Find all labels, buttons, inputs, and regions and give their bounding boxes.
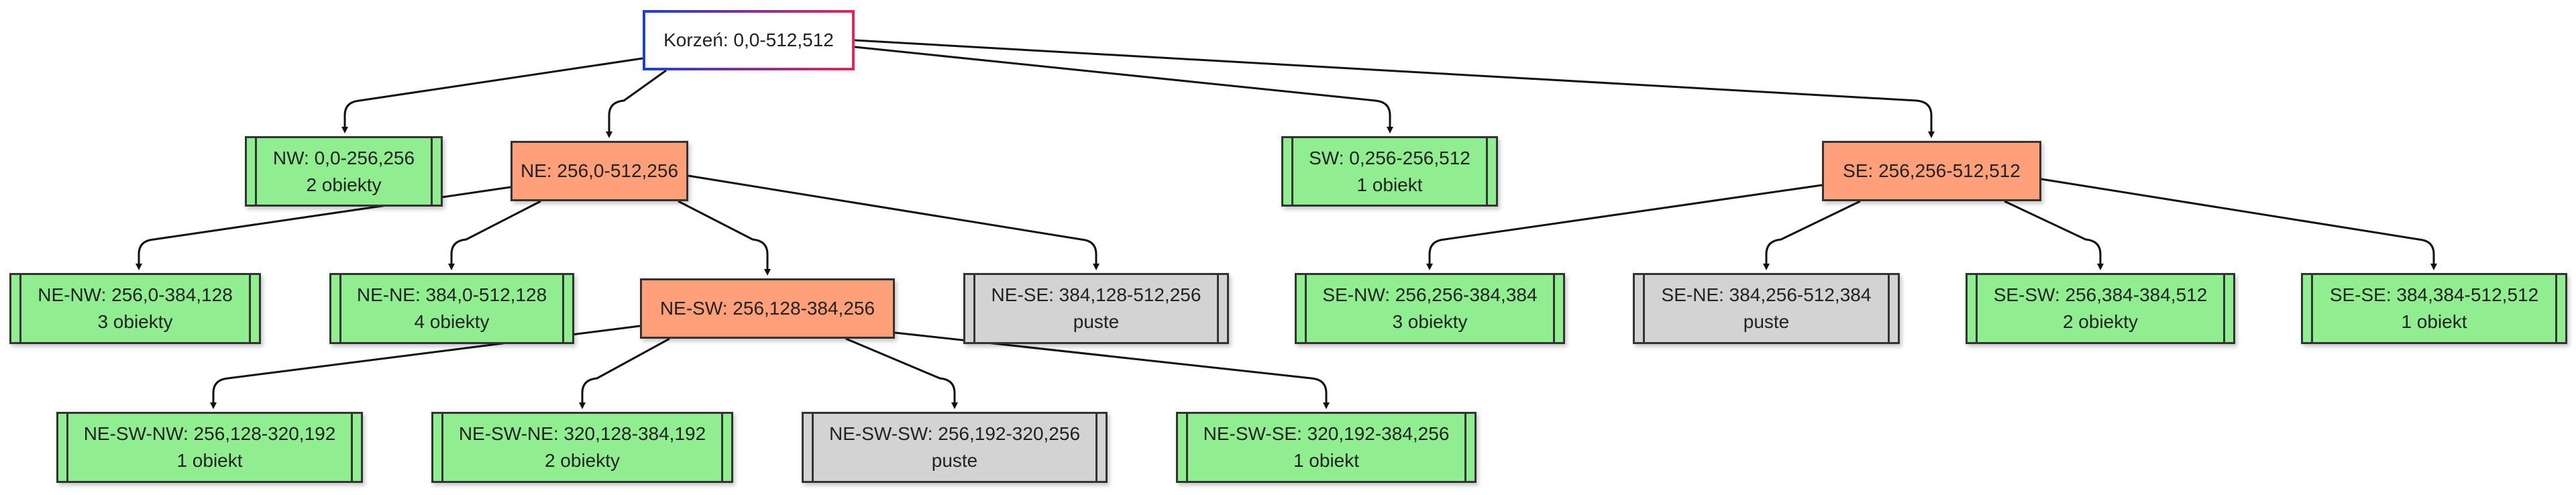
node-ne-nw-label: NE-NW: 256,0-384,128 xyxy=(38,284,233,305)
node-sw-count: 1 obiekt xyxy=(1356,174,1423,195)
node-ne-se-label: NE-SE: 384,128-512,256 xyxy=(991,284,1201,305)
node-ne-sw-ne-count: 2 obiekty xyxy=(544,450,621,471)
edge-nesw-se xyxy=(894,331,1330,409)
node-ne-sw[interactable]: NE-SW: 256,128-384,256 xyxy=(640,278,895,339)
edge-ne-ne-sw xyxy=(678,200,771,276)
node-se-se[interactable]: SE-SE: 384,384-512,512 1 obiekt xyxy=(2301,273,2567,344)
node-se-sw-label: SE-SW: 256,384-384,512 xyxy=(1993,284,2208,305)
edge-root-sw xyxy=(854,46,1393,133)
node-se-label: SE: 256,256-512,512 xyxy=(1843,160,2021,181)
node-se-ne-label: SE-NE: 384,256-512,384 xyxy=(1661,284,1872,305)
edge-se-se-ne xyxy=(1763,200,1861,270)
node-se-nw-label: SE-NW: 256,256-384,384 xyxy=(1322,284,1538,305)
edge-root-se xyxy=(854,39,1935,138)
node-sw-label: SW: 0,256-256,512 xyxy=(1309,147,1470,168)
node-ne-se[interactable]: NE-SE: 384,128-512,256 puste xyxy=(963,273,1229,344)
node-ne-sw-se-label: NE-SW-SE: 320,192-384,256 xyxy=(1203,423,1450,444)
node-root[interactable]: Korzeń: 0,0-512,512 xyxy=(643,10,855,70)
node-ne-ne-label: NE-NE: 384,0-512,128 xyxy=(356,284,547,305)
node-se[interactable]: SE: 256,256-512,512 xyxy=(1822,141,2041,201)
node-ne-sw-sw-label: NE-SW-SW: 256,192-320,256 xyxy=(828,423,1081,444)
node-ne-sw-se-count: 1 obiekt xyxy=(1293,450,1360,471)
node-ne-sw-nw[interactable]: NE-SW-NW: 256,128-320,192 1 obiekt xyxy=(56,412,363,483)
edge-nesw-nw xyxy=(210,325,641,409)
node-ne-ne[interactable]: NE-NE: 384,0-512,128 4 obiekty xyxy=(329,273,574,344)
node-ne-label: NE: 256,0-512,256 xyxy=(520,160,679,181)
node-ne-nw[interactable]: NE-NW: 256,0-384,128 3 obiekty xyxy=(9,273,261,344)
node-se-ne-count: puste xyxy=(1743,311,1790,332)
node-se-se-label: SE-SE: 384,384-512,512 xyxy=(2329,284,2539,305)
node-se-ne[interactable]: SE-NE: 384,256-512,384 puste xyxy=(1633,273,1900,344)
node-se-sw[interactable]: SE-SW: 256,384-384,512 2 obiekty xyxy=(1966,273,2235,344)
edge-ne-ne-se xyxy=(688,174,1099,270)
node-se-nw-count: 3 obiekty xyxy=(1392,311,1468,332)
node-ne-sw-label: NE-SW: 256,128-384,256 xyxy=(659,298,875,319)
node-ne-sw-sw[interactable]: NE-SW-SW: 256,192-320,256 puste xyxy=(802,412,1108,483)
node-se-se-count: 1 obiekt xyxy=(2401,311,2467,332)
node-nw-count: 2 obiekty xyxy=(306,174,382,195)
node-nw-label: NW: 0,0-256,256 xyxy=(272,147,415,168)
node-ne-se-count: puste xyxy=(1073,311,1120,332)
edge-se-se-se xyxy=(2041,178,2437,270)
node-ne-sw-ne-label: NE-SW-NE: 320,128-384,192 xyxy=(458,423,706,444)
node-se-sw-count: 2 obiekty xyxy=(2062,311,2139,332)
node-nw[interactable]: NW: 0,0-256,256 2 obiekty xyxy=(245,136,443,207)
edge-se-se-sw xyxy=(2004,200,2104,270)
node-root-label: Korzeń: 0,0-512,512 xyxy=(663,30,834,50)
edge-nesw-ne xyxy=(579,337,670,409)
node-sw[interactable]: SW: 0,256-256,512 1 obiekt xyxy=(1281,136,1498,207)
edge-root-nw xyxy=(341,57,643,133)
node-ne-sw-ne[interactable]: NE-SW-NE: 320,128-384,192 2 obiekty xyxy=(431,412,733,483)
node-ne-sw-nw-label: NE-SW-NW: 256,128-320,192 xyxy=(83,423,336,444)
node-ne[interactable]: NE: 256,0-512,256 xyxy=(511,141,688,201)
node-ne-sw-nw-count: 1 obiekt xyxy=(176,450,243,471)
edge-se-se-nw xyxy=(1426,184,1823,270)
edge-nesw-sw xyxy=(845,337,958,409)
node-ne-nw-count: 3 obiekty xyxy=(97,311,173,332)
edge-root-ne xyxy=(606,69,667,138)
edge-ne-ne-ne xyxy=(448,200,541,270)
node-ne-sw-sw-count: puste xyxy=(931,450,978,471)
node-ne-ne-count: 4 obiekty xyxy=(414,311,490,332)
edge-ne-ne-nw xyxy=(136,186,511,270)
node-se-nw[interactable]: SE-NW: 256,256-384,384 3 obiekty xyxy=(1295,273,1565,344)
node-ne-sw-se[interactable]: NE-SW-SE: 320,192-384,256 1 obiekt xyxy=(1176,412,1477,483)
